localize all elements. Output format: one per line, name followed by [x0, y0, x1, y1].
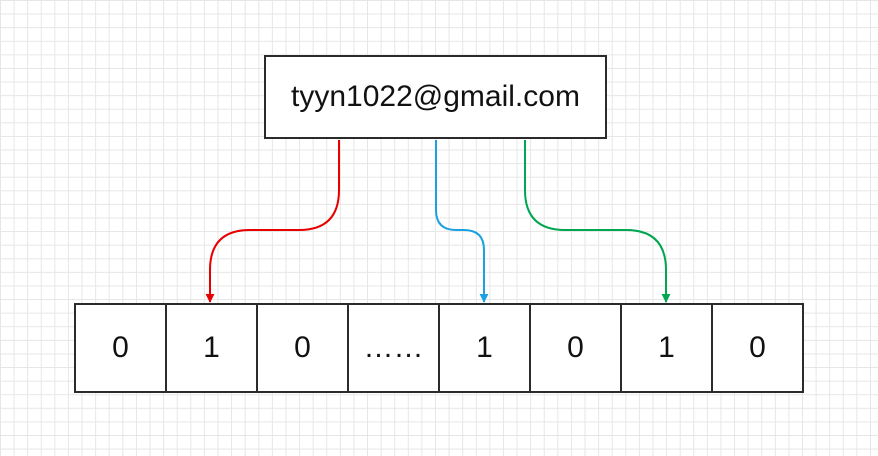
bit-value: …… — [363, 331, 424, 364]
bit-cell: 1 — [622, 305, 713, 391]
key-text: tyyn1022@gmail.com — [291, 80, 580, 113]
bit-cell: 0 — [713, 305, 802, 391]
bit-value: 0 — [567, 331, 584, 364]
bit-cell: 0 — [531, 305, 622, 391]
bit-cell: 0 — [76, 305, 167, 391]
bit-value: 0 — [112, 331, 129, 364]
hash-arrow-blue — [435, 140, 489, 303]
bit-value: 0 — [749, 331, 766, 364]
bit-value: 1 — [476, 331, 493, 364]
key-input-box: tyyn1022@gmail.com — [264, 55, 607, 139]
bit-cell: 0 — [258, 305, 349, 391]
hash-arrow-red — [205, 140, 340, 303]
hash-arrow-green — [524, 140, 671, 303]
bit-value: 0 — [294, 331, 311, 364]
bit-value: 1 — [658, 331, 675, 364]
bit-array: 0 1 0 …… 1 0 1 0 — [74, 303, 804, 393]
bit-value: 1 — [203, 331, 220, 364]
bit-cell: 1 — [440, 305, 531, 391]
bit-cell: 1 — [167, 305, 258, 391]
bit-cell-ellipsis: …… — [349, 305, 440, 391]
